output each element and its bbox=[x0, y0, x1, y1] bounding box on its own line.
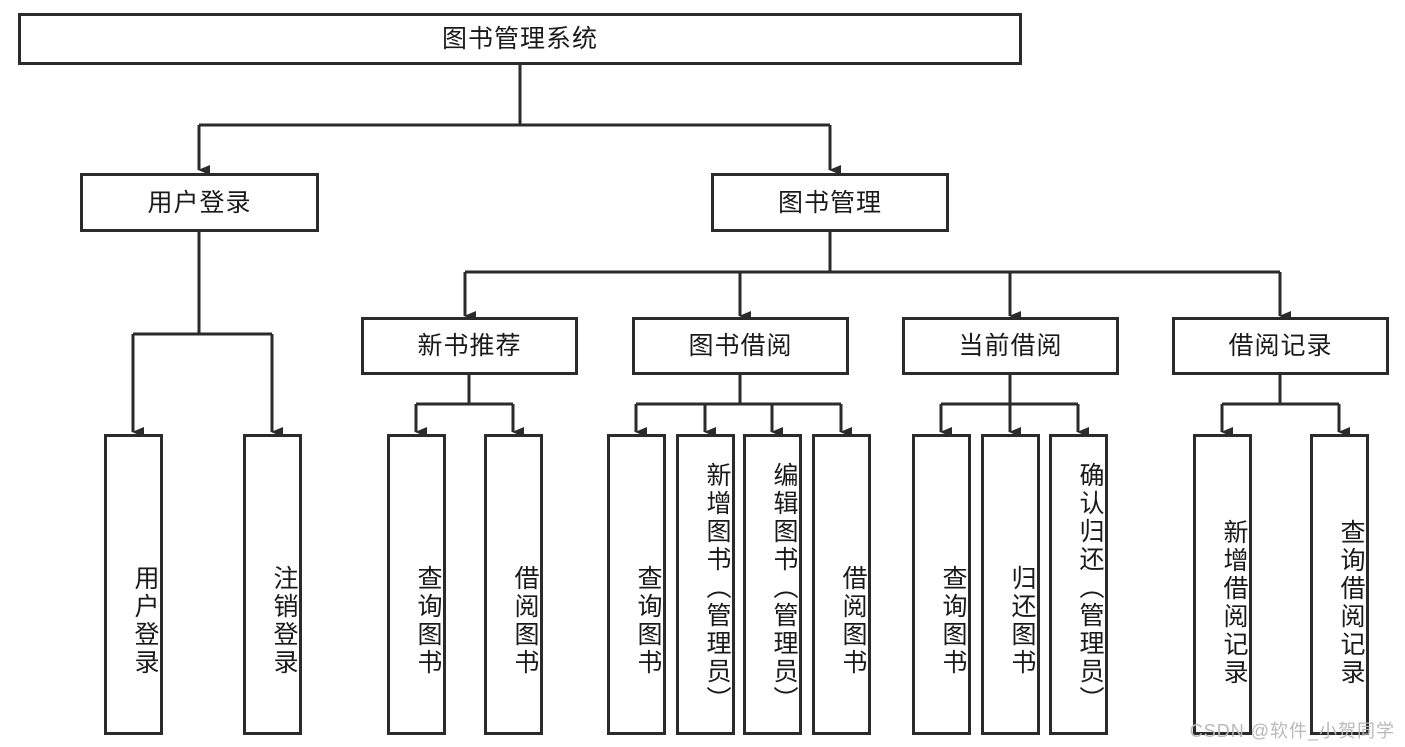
node-label: 图书管理系统 bbox=[441, 25, 598, 53]
leaf-add-borrow-record[interactable]: 新增借阅记录 bbox=[1193, 434, 1252, 735]
node-label: 查询借阅记录 bbox=[1337, 518, 1365, 687]
node-label: 借阅图书 bbox=[839, 564, 867, 677]
node-user-login[interactable]: 用户登录 bbox=[80, 173, 319, 232]
leaf-logout[interactable]: 注销登录 bbox=[243, 434, 302, 735]
node-book-management[interactable]: 图书管理 bbox=[711, 173, 949, 232]
node-label: 新增借阅记录 bbox=[1220, 518, 1248, 687]
node-label: 当前借阅 bbox=[958, 332, 1063, 360]
node-label: 查询图书 bbox=[939, 564, 967, 677]
node-label: 注销登录 bbox=[270, 564, 298, 677]
node-label: 查询图书 bbox=[414, 564, 442, 677]
node-label: 确认归还（管理员） bbox=[1076, 461, 1104, 714]
leaf-user-login[interactable]: 用户登录 bbox=[104, 434, 163, 735]
leaf-query-book-2[interactable]: 查询图书 bbox=[607, 434, 666, 735]
node-label: 借阅记录 bbox=[1228, 332, 1333, 360]
node-label: 编辑图书（管理员） bbox=[770, 461, 798, 714]
csdn-watermark: CSDN @软件_小贺同学 bbox=[1189, 721, 1395, 741]
node-label: 图书管理 bbox=[777, 188, 882, 217]
leaf-borrow-book-2[interactable]: 借阅图书 bbox=[812, 434, 871, 735]
node-label: 归还图书 bbox=[1008, 564, 1036, 677]
node-label: 图书借阅 bbox=[688, 332, 793, 360]
leaf-return-book[interactable]: 归还图书 bbox=[981, 434, 1040, 735]
leaf-query-borrow-record[interactable]: 查询借阅记录 bbox=[1310, 434, 1369, 735]
leaf-add-book-admin[interactable]: 新增图书（管理员） bbox=[676, 434, 735, 735]
node-label: 借阅图书 bbox=[511, 564, 539, 677]
leaf-confirm-return-admin[interactable]: 确认归还（管理员） bbox=[1049, 434, 1108, 735]
node-book-borrow[interactable]: 图书借阅 bbox=[632, 317, 849, 375]
node-label: 查询图书 bbox=[634, 564, 662, 677]
leaf-query-book-3[interactable]: 查询图书 bbox=[912, 434, 971, 735]
node-new-book-recommend[interactable]: 新书推荐 bbox=[361, 317, 578, 375]
leaf-borrow-book-1[interactable]: 借阅图书 bbox=[484, 434, 543, 735]
node-label: 用户登录 bbox=[147, 188, 252, 217]
node-borrow-record[interactable]: 借阅记录 bbox=[1172, 317, 1389, 375]
node-label: 新书推荐 bbox=[417, 332, 522, 360]
node-root-book-management-system[interactable]: 图书管理系统 bbox=[18, 13, 1022, 65]
node-label: 用户登录 bbox=[131, 564, 159, 677]
leaf-edit-book-admin[interactable]: 编辑图书（管理员） bbox=[743, 434, 802, 735]
leaf-query-book-1[interactable]: 查询图书 bbox=[387, 434, 446, 735]
node-label: 新增图书（管理员） bbox=[703, 461, 731, 714]
node-current-borrow[interactable]: 当前借阅 bbox=[902, 317, 1119, 375]
